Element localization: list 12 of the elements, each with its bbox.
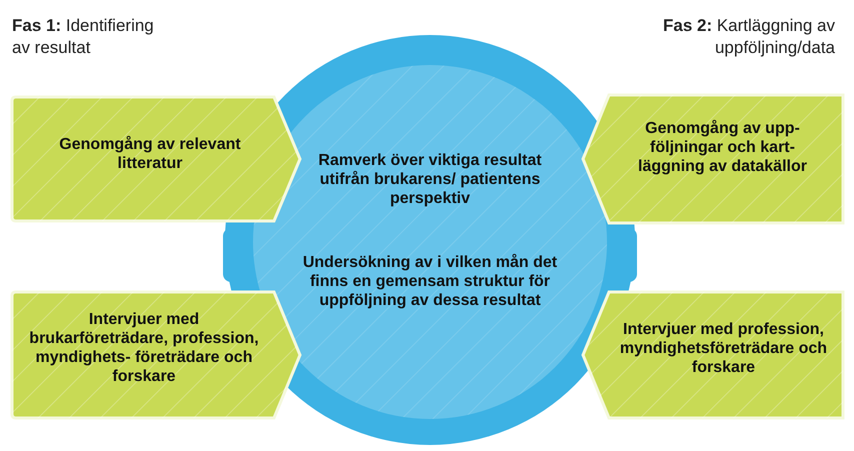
node-text: Intervjuer med brukarföreträdare, profession, myndighets- företrädare och forskare — [28, 310, 260, 386]
chevron-box — [581, 290, 845, 420]
phase-heading: Fas 1: Identifiering av resultat — [12, 15, 155, 59]
chevron-box — [10, 290, 302, 420]
node-text: Intervjuer med profession, myndighetsföreträdare och forskare — [618, 320, 828, 377]
chevron-box — [581, 93, 845, 225]
chevron-box — [10, 95, 302, 223]
phase-heading: Fas 2: Kartläggning av uppföljning/data — [662, 15, 835, 59]
node-text: Undersökning av i vilken mån det finns en gemensam struktur för uppföljning av dessa resultat — [302, 253, 558, 310]
node-text: Ramverk över viktiga resultat utifrån brukarens/ patientens perspektiv — [317, 151, 543, 208]
node-text: Genomgång av upp- följningar och kart- läggning av datakällor — [637, 119, 808, 176]
node-text: Genomgång av relevant litteratur — [58, 135, 242, 173]
